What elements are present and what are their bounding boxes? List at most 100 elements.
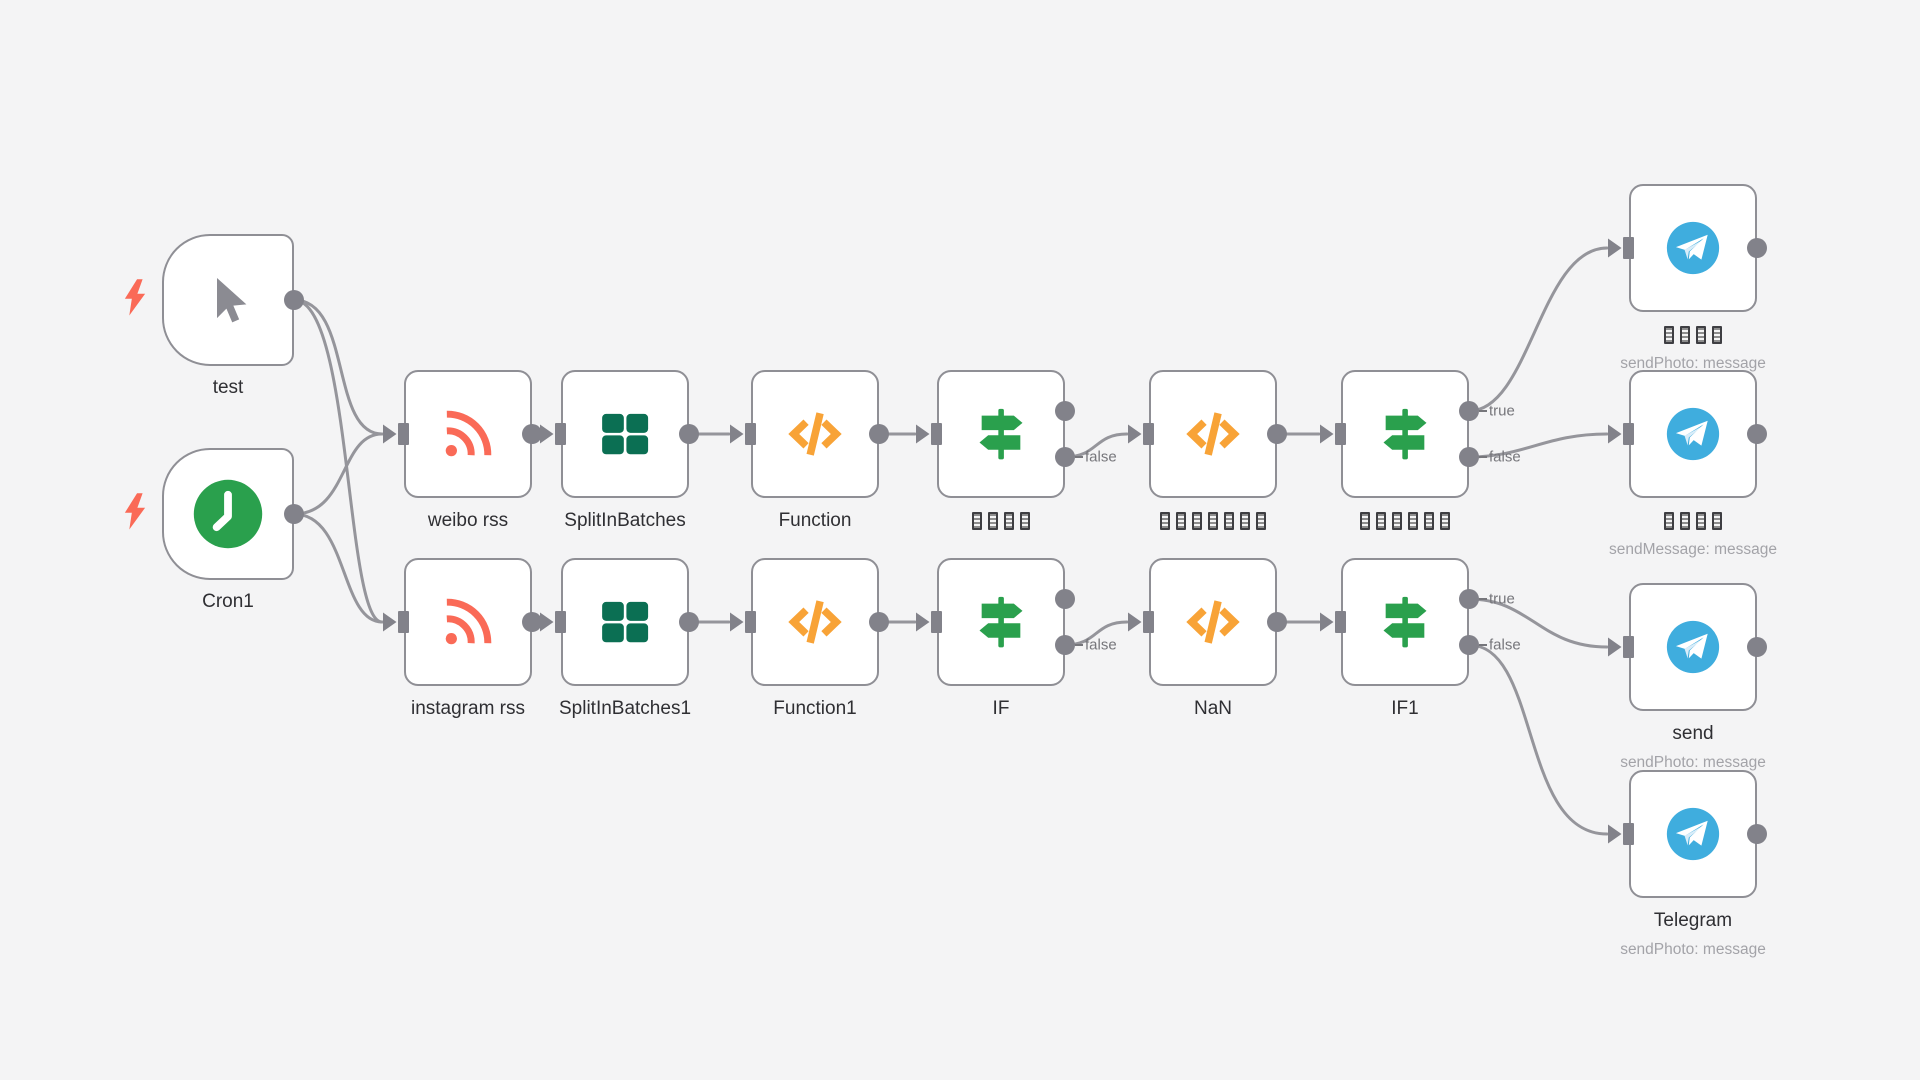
telegram-icon [1666,620,1720,674]
node-label-boxes [1053,510,1373,532]
node-instagram-rss[interactable]: instagram rss [404,558,532,719]
missing-glyph-box [1664,511,1674,530]
node-telegram[interactable]: Telegram sendPhoto: message [1620,770,1766,958]
node-label: IF [992,698,1010,719]
node-function1[interactable]: Function1 [751,558,879,719]
missing-glyph-box [1712,325,1722,344]
cursor-icon [217,278,247,323]
missing-glyph-box [1160,511,1170,530]
node-label: SplitInBatches [564,510,686,531]
node-instagram-rss-box[interactable] [404,558,532,686]
signpost-icon [1383,408,1427,460]
lightning-icon [122,493,148,536]
node-weibo-rss[interactable]: weibo rss [404,370,532,531]
code-icon [786,593,844,651]
missing-glyph-box [988,511,998,530]
node-label: instagram rss [410,698,526,719]
node-telegram2-box[interactable] [1629,370,1757,498]
rss-icon [441,407,495,461]
node-function-box[interactable] [751,370,879,498]
node-label: Cron1 [202,591,254,612]
code-icon [1184,593,1242,651]
node-split-in-batches1[interactable]: SplitInBatches1 [559,558,691,719]
node-function[interactable]: Function [751,370,879,531]
node-telegram2[interactable]: sendMessage: message [1609,370,1777,558]
node-subtitle: sendPhoto: message [1620,754,1766,771]
node-nan[interactable]: NaN [1149,558,1277,719]
rss-icon [441,595,495,649]
node-telegram-box[interactable] [1629,770,1757,898]
missing-glyph-box [1424,511,1434,530]
missing-glyph-box [1360,511,1370,530]
missing-glyph-box [1208,511,1218,530]
node-if[interactable]: IF [937,558,1065,719]
node-code-top-box[interactable] [1149,370,1277,498]
grid-icon [602,413,649,455]
missing-glyph-box [1020,511,1030,530]
clock-icon [192,478,264,550]
node-cron1[interactable]: Cron1 [124,448,294,612]
node-weibo-rss-box[interactable] [404,370,532,498]
node-split-in-batches[interactable]: SplitInBatches [561,370,689,531]
node-test-box[interactable] [162,234,294,366]
node-cron1-box[interactable] [162,448,294,580]
missing-glyph-box [1440,511,1450,530]
missing-glyph-box [1004,511,1014,530]
node-split-in-batches1-box[interactable] [561,558,689,686]
node-label: Telegram [1653,910,1733,931]
code-icon [786,405,844,463]
missing-glyph-box [1224,511,1234,530]
node-function1-box[interactable] [751,558,879,686]
node-label: SplitInBatches1 [558,698,692,719]
node-label: send [1672,723,1714,744]
signpost-icon [1383,596,1427,648]
node-label-boxes [1533,510,1853,532]
missing-glyph-box [972,511,982,530]
lightning-icon [122,279,148,322]
missing-glyph-box [1240,511,1250,530]
missing-glyph-box [1376,511,1386,530]
code-icon [1184,405,1242,463]
node-telegram-send[interactable]: send sendPhoto: message [1620,583,1766,771]
node-label: IF1 [1391,698,1419,719]
missing-glyph-box [1712,511,1722,530]
node-label-boxes [841,510,1161,532]
missing-glyph-box [1696,325,1706,344]
missing-glyph-box [1408,511,1418,530]
node-telegram1-box[interactable] [1629,184,1757,312]
node-nan-box[interactable] [1149,558,1277,686]
node-if1[interactable]: IF1 [1341,558,1469,719]
node-if1-top[interactable] [1341,370,1469,530]
missing-glyph-box [1176,511,1186,530]
node-telegram-send-box[interactable] [1629,583,1757,711]
missing-glyph-box [1680,511,1690,530]
node-label: Function [778,510,852,531]
node-code-top[interactable] [1149,370,1277,530]
node-label-boxes [1533,324,1853,346]
node-subtitle: sendPhoto: message [1620,941,1766,958]
missing-glyph-box [1392,511,1402,530]
telegram-icon [1666,221,1720,275]
node-if1-top-box[interactable] [1341,370,1469,498]
node-subtitle: sendPhoto: message [1620,355,1766,372]
signpost-icon [979,408,1023,460]
missing-glyph-box [1192,511,1202,530]
node-if1-box[interactable] [1341,558,1469,686]
telegram-icon [1666,407,1720,461]
node-label-boxes [1245,510,1565,532]
node-split-in-batches-box[interactable] [561,370,689,498]
node-label: NaN [1193,698,1232,719]
missing-glyph-box [1664,325,1674,344]
missing-glyph-box [1680,325,1690,344]
grid-icon [602,601,649,643]
node-telegram1[interactable]: sendPhoto: message [1620,184,1766,372]
telegram-icon [1666,807,1720,861]
node-label: Function1 [773,698,857,719]
node-if-top[interactable] [937,370,1065,530]
node-if-box[interactable] [937,558,1065,686]
node-if-top-box[interactable] [937,370,1065,498]
node-test[interactable]: test [124,234,294,398]
node-label: weibo rss [427,510,509,531]
